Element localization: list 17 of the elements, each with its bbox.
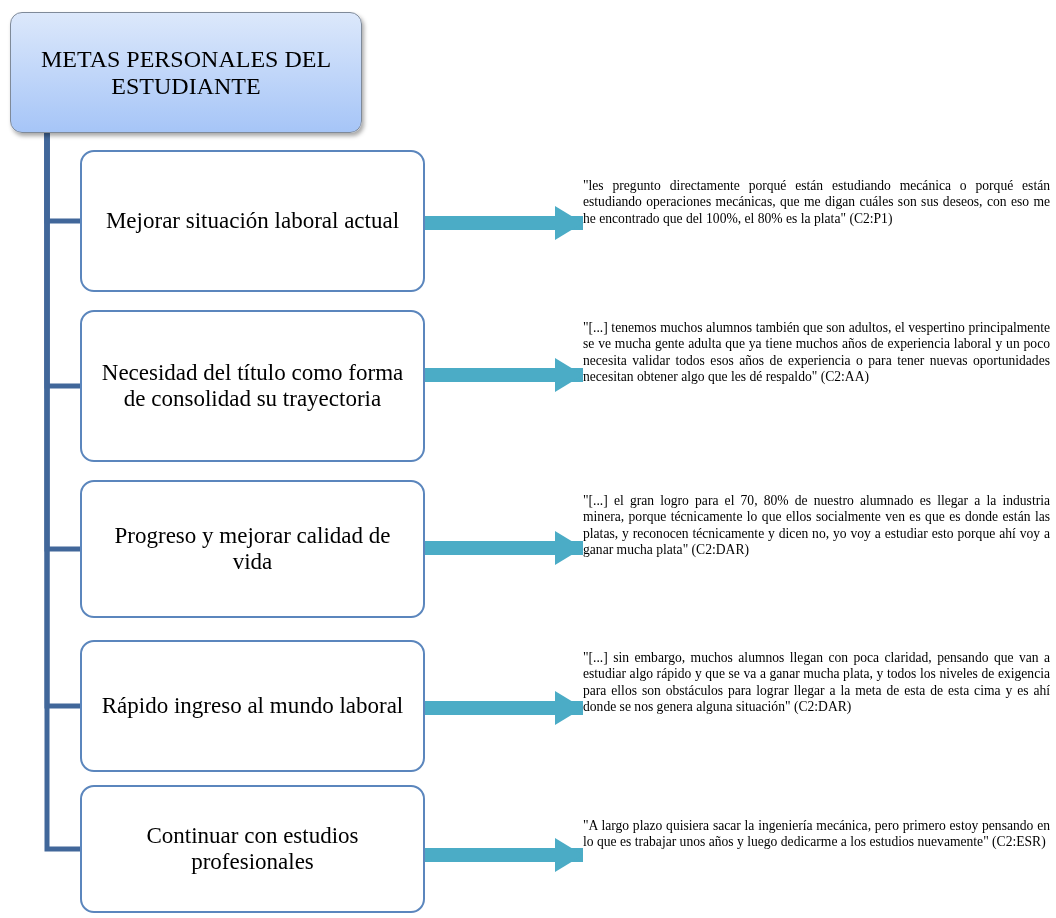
quote-text: "A largo plazo quisiera sacar la ingeniería mecánica, pero primero estoy pensando en lo que es trabajar unos años y luego dedicarme a los estudios nuevamente" (C2:ESR) (583, 818, 1050, 888)
title-box: METAS PERSONALES DEL ESTUDIANTE (10, 12, 362, 133)
quote-text: "[...] tenemos muchos alumnos también que son adultos, el vespertino principalmente se ve mucha gente adulta que ya tiene muchos años de experiencia laboral y un poco necesita validar todos esos años de experiencia o para tener nuevas oportunidades necesitan obtener algo que les dé respaldo" (C2:AA) (583, 320, 1050, 445)
goal-box: Progreso y mejorar calidad de vida (80, 480, 425, 618)
arrow (425, 358, 583, 392)
connector-line (44, 133, 80, 852)
quote-text: "[...] sin embargo, muchos alumnos llegan con poca claridad, pensando que van a estudiar algo rápido y que se va a ganar mucha plata, y todos los niveles de exigencia para ellos son obstáculos para lograr llegar a la meta de esta de esta cima y es ahí donde se nos genera alguna situación" (C2:DAR) (583, 650, 1050, 750)
arrow (425, 838, 583, 872)
goal-box: Rápido ingreso al mundo laboral (80, 640, 425, 772)
goal-box: Mejorar situación laboral actual (80, 150, 425, 292)
arrow (425, 531, 583, 565)
goal-box: Continuar con estudios profesionales (80, 785, 425, 913)
quote-text: "les pregunto directamente porqué están estudiando mecánica o porqué están estudiando operaciones mecánicas, que me digan cuáles son sus deseos, con eso me he encontrado que del 100%, el 80% es la plata" (C2:P1) (583, 178, 1050, 268)
arrow (425, 691, 583, 725)
goal-box: Necesidad del título como forma de consolidad su trayectoria (80, 310, 425, 462)
quote-text: "[...] el gran logro para el 70, 80% de nuestro alumnado es llegar a la industria minera, porque técnicamente lo que ellos socialmente ven es que es donde están las platas, y reconocen técnicamente y dicen no, yo voy a estudiar esto porque ahí voy a ganar mucha plata" (C2:DAR) (583, 493, 1050, 593)
arrow (425, 206, 583, 240)
